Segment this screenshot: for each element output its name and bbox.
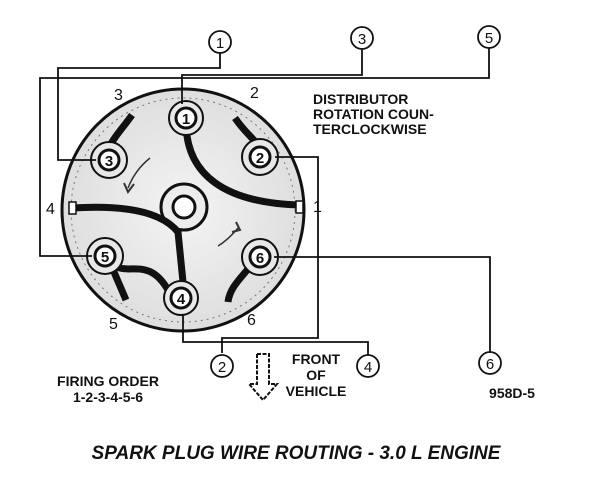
- cylinder-callout-4-label: 4: [364, 359, 372, 376]
- cylinder-callout-6-label: 6: [486, 356, 494, 373]
- cap-terminal-4-tab: [68, 201, 77, 215]
- cap-position-3: 3: [114, 87, 123, 104]
- cylinder-callout-3: 3: [350, 26, 374, 50]
- rotation-note: DISTRIBUTOR ROTATION COUN- TERCLOCKWISE: [313, 91, 434, 137]
- firing-order: FIRING ORDER 1-2-3-4-5-6: [57, 373, 159, 405]
- figure-id: 958D-5: [489, 385, 535, 401]
- terminal-3: 3: [90, 141, 128, 179]
- wire-cylinder-1: [57, 53, 221, 161]
- rotation-note-line-1: DISTRIBUTOR: [313, 91, 408, 107]
- terminal-2-label: 2: [256, 150, 264, 167]
- terminal-2: 2: [241, 138, 279, 176]
- firing-order-sequence: 1-2-3-4-5-6: [73, 389, 143, 405]
- center-tower: [159, 182, 209, 232]
- wire-cylinder-6: [274, 256, 491, 352]
- front-of-vehicle-label: FRONT OF VEHICLE: [286, 351, 347, 399]
- cylinder-callout-2-label: 2: [218, 359, 226, 376]
- figure-title: SPARK PLUG WIRE ROUTING - 3.0 L ENGINE: [92, 443, 502, 464]
- cap-position-2: 2: [250, 85, 259, 102]
- cylinder-callout-5: 5: [477, 25, 501, 49]
- terminal-5: 5: [86, 237, 124, 275]
- cap-position-6: 6: [247, 312, 256, 329]
- cylinder-callout-6: 6: [478, 351, 502, 375]
- rotation-note-line-2: ROTATION COUN-: [313, 106, 434, 122]
- cylinder-callout-3-label: 3: [358, 31, 366, 48]
- terminal-1-label: 1: [182, 111, 190, 128]
- cap-position-4: 4: [46, 201, 55, 218]
- wire-cylinder-5: [39, 48, 490, 257]
- front-of-vehicle-arrow-icon: [246, 353, 280, 402]
- terminal-3-label: 3: [105, 153, 113, 170]
- cylinder-callout-1-label: 1: [216, 35, 224, 52]
- terminal-5-label: 5: [101, 249, 109, 266]
- cap-terminal-1-tab: [295, 200, 304, 214]
- cap-position-5: 5: [109, 316, 118, 333]
- terminal-6-label: 6: [256, 250, 264, 267]
- cylinder-callout-5-label: 5: [485, 30, 493, 47]
- front-of-vehicle-line-1: FRONT: [292, 351, 341, 367]
- wire-cylinder-4: [182, 314, 369, 355]
- wire-cylinder-2: [221, 156, 319, 353]
- terminal-4-label: 4: [177, 291, 186, 308]
- terminal-6: 6: [241, 238, 279, 276]
- front-of-vehicle-line-2: OF: [306, 367, 326, 383]
- cylinder-callout-1: 1: [208, 30, 232, 54]
- cylinder-callout-2: 2: [210, 354, 234, 378]
- terminal-4: 4: [163, 280, 199, 316]
- front-of-vehicle-line-3: VEHICLE: [286, 383, 347, 399]
- cap-position-1: 1: [313, 199, 322, 216]
- rotation-arrows: [123, 157, 242, 247]
- external-wires: [39, 48, 491, 355]
- firing-order-label: FIRING ORDER: [57, 373, 159, 389]
- terminal-1: 1: [168, 100, 204, 136]
- wire-cylinder-3: [181, 48, 363, 104]
- rotation-note-line-3: TERCLOCKWISE: [313, 121, 427, 137]
- cylinder-callout-4: 4: [356, 354, 380, 378]
